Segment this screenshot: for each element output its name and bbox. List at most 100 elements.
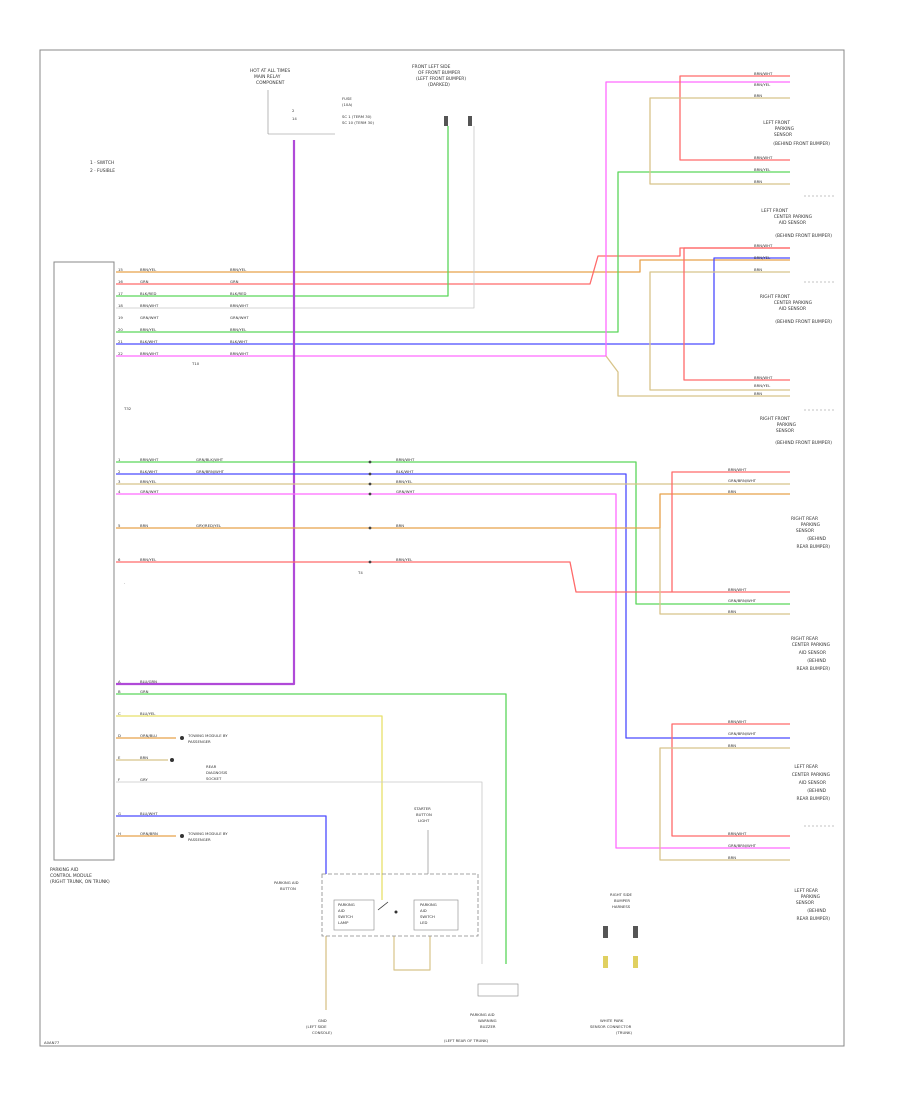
svg-text:TOWING MODULE BY: TOWING MODULE BY xyxy=(187,831,228,836)
legend: 1 · SWITCH 2 · FUSIBLE xyxy=(90,160,115,174)
svg-text:(BEHIND FRONT BUMPER): (BEHIND FRONT BUMPER) xyxy=(775,440,832,446)
front-label-b-2: BLK/RED xyxy=(230,291,247,296)
rear-label-2: BRN/YEL xyxy=(140,479,157,484)
front-pin-7: 22 xyxy=(118,351,123,356)
rear-label-c-0: BRN/WHT xyxy=(396,457,415,462)
front-label-b-4: GRN/WHT xyxy=(230,315,249,320)
front-label-7: BRN/WHT xyxy=(140,351,159,356)
svg-text:BUTTON: BUTTON xyxy=(280,886,296,891)
svg-text:(LEFT SIDE: (LEFT SIDE xyxy=(306,1024,327,1029)
svg-text:RIGHT FRONT: RIGHT FRONT xyxy=(760,294,790,300)
rear-pin-2: 3 xyxy=(118,479,121,484)
lower-label-6: BLU/WHT xyxy=(140,811,158,816)
rear-wire-orange xyxy=(116,493,790,529)
sensor-pin-rear-1-0: BRN/WHT xyxy=(728,587,747,592)
sensor-label-right-rear-outer: RIGHT REAR PARKING SENSOR (BEHIND REAR B… xyxy=(791,516,830,550)
svg-text:PARKING AID: PARKING AID xyxy=(470,1012,495,1017)
svg-text:SENSOR: SENSOR xyxy=(796,528,814,534)
svg-text:SOCKET: SOCKET xyxy=(206,776,222,781)
fuse-note-4: SC 10 (TERM 30) xyxy=(342,120,374,125)
wires-layer xyxy=(116,75,790,1010)
lower-pin-6: G xyxy=(118,811,121,816)
svg-text:DIAGNOSIS: DIAGNOSIS xyxy=(206,770,228,775)
splice-t4: T4 xyxy=(357,570,363,575)
svg-text:SWITCH: SWITCH xyxy=(338,914,353,919)
svg-text:BUZZER: BUZZER xyxy=(480,1024,496,1029)
svg-text:·: · xyxy=(124,581,125,586)
lower-pin-1: B xyxy=(118,689,121,694)
svg-text:PARKING: PARKING xyxy=(775,126,795,132)
splice-t32: T32 xyxy=(123,406,132,411)
sensor-pin-rear-2-2: BRN xyxy=(728,743,736,748)
sensor-pin-3-0: BRN/WHT xyxy=(754,375,773,380)
svg-text:SENSOR: SENSOR xyxy=(776,428,794,434)
splice-markers: T10 T4 T32 · xyxy=(123,361,363,586)
svg-text:LEFT FRONT: LEFT FRONT xyxy=(761,208,788,214)
module-label-1: PARKING AID xyxy=(50,867,79,873)
sensor-pin-3-2: BRN xyxy=(754,391,762,396)
lower-pin-0: A xyxy=(118,679,121,684)
front-label-b-3: BRN/WHT xyxy=(230,303,249,308)
front-label-5: BRN/YEL xyxy=(140,327,157,332)
front-label-3: BRN/WHT xyxy=(140,303,159,308)
rear-label-c-3: GRN/WHT xyxy=(396,489,415,494)
svg-text:REAR BUMPER): REAR BUMPER) xyxy=(797,544,831,550)
svg-text:SWITCH: SWITCH xyxy=(420,914,435,919)
fuse-label-2: MAIN RELAY xyxy=(254,74,281,80)
lower-blue xyxy=(116,815,327,874)
svg-text:AID SENSOR: AID SENSOR xyxy=(799,650,826,656)
rear-label-c-5: BRN/YEL xyxy=(396,557,413,562)
lower-pin-5: F xyxy=(118,777,120,782)
svg-text:(BEHIND: (BEHIND xyxy=(807,908,826,914)
fuse-note-3: SC 1 (TERM 30) xyxy=(342,114,372,119)
svg-text:LAMP: LAMP xyxy=(338,920,349,925)
svg-text:(LEFT REAR OF TRUNK): (LEFT REAR OF TRUNK) xyxy=(444,1038,489,1043)
rear-wire-red xyxy=(116,561,790,593)
svg-text:GND: GND xyxy=(318,1018,327,1023)
svg-text:AID: AID xyxy=(338,908,345,913)
sensor-pin-0-2: BRN xyxy=(754,93,762,98)
svg-text:LEFT FRONT: LEFT FRONT xyxy=(763,120,790,126)
rear-wire-blue xyxy=(116,473,790,739)
svg-text:AID: AID xyxy=(420,908,427,913)
module-label-3: (RIGHT TRUNK, ON TRUNK) xyxy=(50,879,110,885)
svg-text:REAR BUMPER): REAR BUMPER) xyxy=(797,796,831,802)
splice-dot xyxy=(368,460,372,464)
sensor-label-right-rear-inner: RIGHT REAR CENTER PARKING AID SENSOR (BE… xyxy=(791,636,831,672)
svg-text:(BEHIND FRONT BUMPER): (BEHIND FRONT BUMPER) xyxy=(775,233,832,239)
splice-dot xyxy=(368,472,372,476)
switch-body xyxy=(321,873,479,937)
switch-bottom xyxy=(393,936,431,971)
module-label-2: CONTROL MODULE xyxy=(50,873,92,879)
svg-text:BUTTON: BUTTON xyxy=(416,812,432,817)
rear-pin-1: 2 xyxy=(118,469,121,474)
sensor-pin-1-0: BRN/WHT xyxy=(754,155,773,160)
lr-inner-tan xyxy=(659,747,790,861)
sensor-pin-0-0: BRN/WHT xyxy=(754,71,773,76)
parking-aid-button: PARKING AID BUTTON STARTER BUTTON LIGHT … xyxy=(274,806,479,937)
svg-text:LED: LED xyxy=(420,920,428,925)
sensor-pin-rear-3-2: BRN xyxy=(728,855,736,860)
svg-text:(BEHIND: (BEHIND xyxy=(807,788,826,794)
sensor-pin-0-1: BRN/YEL xyxy=(754,82,771,87)
front-pin-3: 18 xyxy=(118,303,123,308)
front-label-1: GRN xyxy=(140,279,149,284)
svg-text:CENTER PARKING: CENTER PARKING xyxy=(792,642,831,648)
front-label-0: BRN/YEL xyxy=(140,267,157,272)
front-label-6: BLK/WHT xyxy=(140,339,158,344)
sensor-label-right-front-outer: RIGHT FRONT PARKING SENSOR (BEHIND FRONT… xyxy=(760,416,832,446)
front-label-2: BLK/RED xyxy=(140,291,157,296)
ground-label: GND (LEFT SIDE CONSOLE) xyxy=(306,1018,332,1035)
svg-text:PARKING: PARKING xyxy=(420,902,437,907)
rear-label-b-1: GRN/BRN/WHT xyxy=(196,469,225,474)
lower-label-0: BLU/GRN xyxy=(140,679,157,684)
front-wire-8 xyxy=(605,355,790,397)
bumper-label-4: (DARKED) xyxy=(428,82,450,88)
svg-text:(TRUNK): (TRUNK) xyxy=(616,1030,633,1035)
splice-t10: T10 xyxy=(191,361,200,366)
sensor-pin-3-1: BRN/YEL xyxy=(754,383,771,388)
sensor-label-right-front-inner: RIGHT FRONT CENTER PARKING AID SENSOR (B… xyxy=(760,294,832,325)
fuse-pin-b: 14 xyxy=(292,116,297,121)
fuse-panel-connector: HOT AT ALL TIMES MAIN RELAY COMPONENT 2 … xyxy=(250,68,374,135)
sensor-pin-rear-2-1: GRN/BRN/WHT xyxy=(728,731,757,736)
